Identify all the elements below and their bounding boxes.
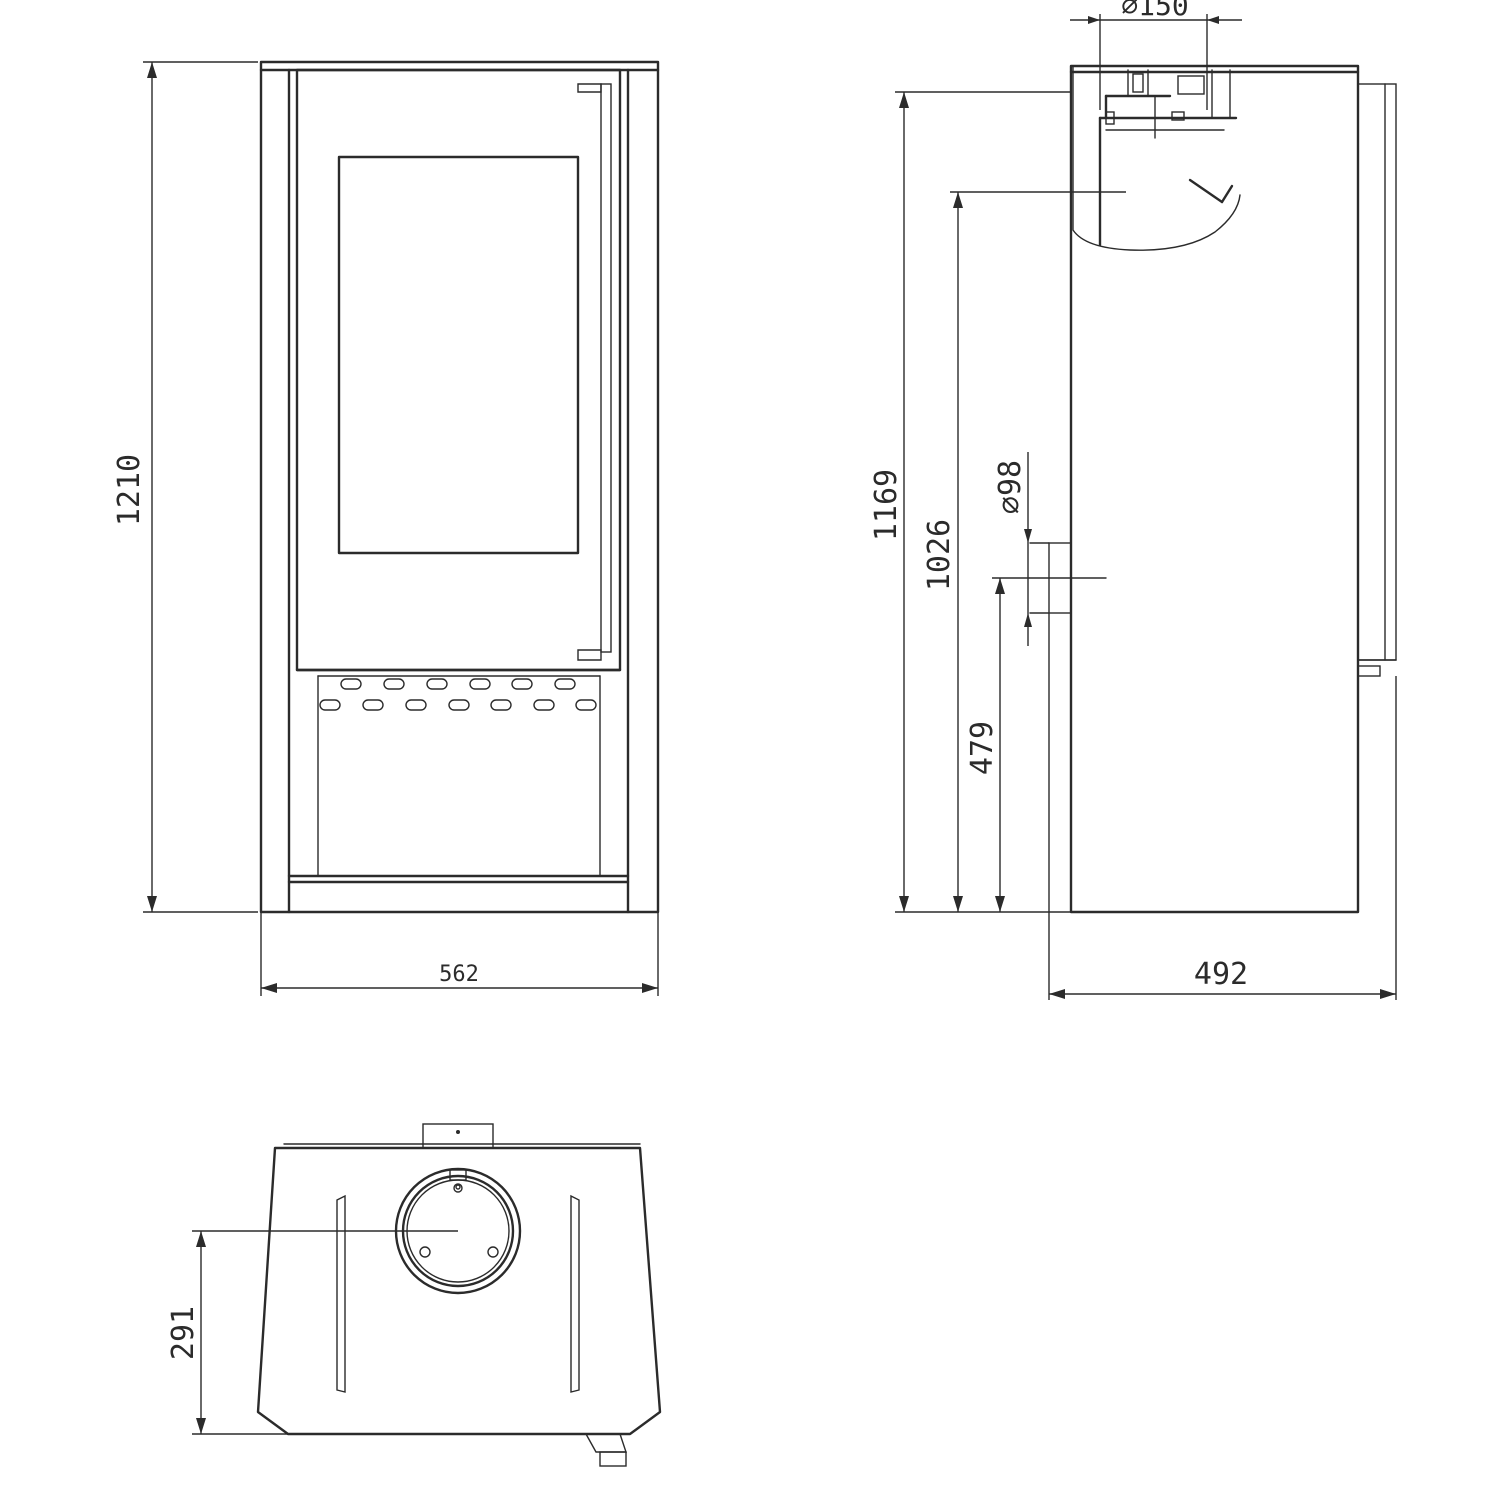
top-offset-dimension bbox=[192, 1230, 458, 1435]
flue-diameter-dimension bbox=[1070, 14, 1242, 110]
side-cutaway bbox=[1072, 65, 1241, 251]
top-view bbox=[256, 1123, 662, 1467]
side-flue-height-label: 1026 bbox=[922, 518, 957, 592]
air-inlet-diameter-dimension bbox=[1024, 452, 1032, 646]
side-air-inlet-height-dimension bbox=[992, 577, 1030, 912]
side-flue-height-dimension bbox=[950, 191, 1126, 912]
side-depth-dimension bbox=[1048, 613, 1397, 1000]
front-view bbox=[259, 60, 660, 914]
side-total-height-label: 1169 bbox=[869, 468, 904, 542]
air-inlet-diameter-label: ⌀98 bbox=[993, 459, 1028, 515]
side-door-rail bbox=[1357, 83, 1397, 661]
right-slot bbox=[570, 1194, 580, 1393]
side-total-height-dimension bbox=[895, 91, 1071, 912]
air-slots-row-1 bbox=[340, 678, 576, 690]
side-air-inlet-height-label: 479 bbox=[965, 720, 1000, 776]
front-width-label: 562 bbox=[439, 962, 479, 987]
front-glass bbox=[337, 155, 580, 555]
side-view bbox=[1029, 64, 1397, 914]
front-height-dimension bbox=[143, 61, 258, 913]
front-height-label: 1210 bbox=[112, 453, 147, 527]
top-offset-label: 291 bbox=[166, 1305, 201, 1361]
front-width-dimension bbox=[260, 912, 659, 996]
side-depth-label: 492 bbox=[1193, 957, 1249, 992]
door-handle bbox=[577, 83, 612, 661]
front-door bbox=[295, 68, 622, 672]
flue-diameter-label: ⌀150 bbox=[1121, 0, 1189, 22]
side-body bbox=[1069, 64, 1360, 914]
top-air-inlet bbox=[422, 1123, 494, 1149]
air-slots-row-2 bbox=[319, 699, 597, 711]
front-outer-body bbox=[259, 60, 660, 914]
front-pedal bbox=[585, 1433, 627, 1467]
top-outline bbox=[256, 1146, 662, 1436]
left-slot bbox=[336, 1194, 346, 1393]
